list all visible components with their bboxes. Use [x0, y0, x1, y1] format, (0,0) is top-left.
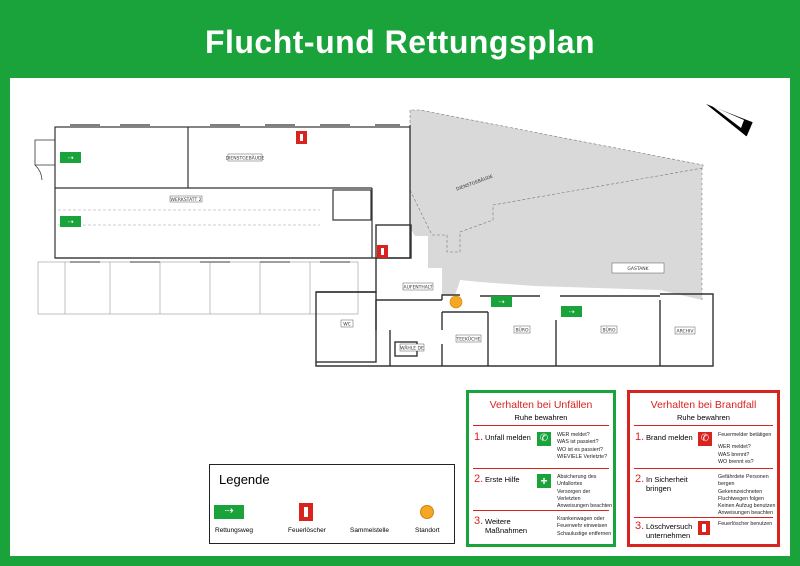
- extinguisher-icon: [296, 131, 307, 144]
- accident-panel-title: Verhalten bei Unfällen: [489, 399, 593, 411]
- yard-area: [410, 125, 702, 300]
- exit-sign-icon: ⇢: [60, 152, 81, 163]
- fire-panel-title: Verhalten bei Brandfall: [650, 399, 757, 411]
- room-label-wahle: WÄHLE DE: [400, 345, 424, 352]
- svg-text:⇢: ⇢: [569, 308, 575, 316]
- header-bar: Flucht-und Rettungsplan: [0, 0, 800, 78]
- standort-dot-icon: [420, 505, 434, 519]
- extinguisher-icon: [299, 503, 313, 521]
- room-label-teekuche: TEEKÜCHE: [456, 336, 481, 343]
- fire-panel-subtitle: Ruhe bewahren: [677, 413, 730, 422]
- accident-behavior-panel: Verhalten bei Unfällen Ruhe bewahren 1. …: [466, 390, 616, 547]
- north-arrow-icon: [706, 104, 753, 137]
- legend-box: Legende ⇢ Rettungsweg Feuerlöscher Samme…: [209, 464, 455, 544]
- room-label-buro-1: BÜRO: [515, 327, 529, 334]
- svg-text:⇢: ⇢: [499, 298, 505, 306]
- legend-title: Legende: [219, 472, 270, 487]
- building-main-outline: [54, 126, 411, 259]
- svg-text:⇢: ⇢: [68, 218, 74, 226]
- exit-sign-icon: ⇢: [214, 504, 244, 519]
- extinguisher-icon: [698, 521, 710, 535]
- legend-label-rettungsweg: Rettungsweg: [215, 527, 253, 534]
- exit-sign-icon: ⇢: [60, 216, 81, 227]
- standort-dot-icon: [449, 295, 463, 309]
- exit-sign-icon: ⇢: [561, 306, 582, 317]
- room-label-buro-2: BÜRO: [602, 327, 616, 334]
- fire-behavior-panel: Verhalten bei Brandfall Ruhe bewahren 1.…: [627, 390, 780, 547]
- first-aid-icon: +: [537, 474, 551, 488]
- room-label-archiv: ARCHIV: [677, 329, 695, 335]
- exit-sign-icon: ⇢: [491, 296, 512, 307]
- room-label-aufenthalt: AUFENTHALT: [403, 285, 432, 291]
- extinguisher-icon: [377, 245, 388, 258]
- legend-label-feuerloscher: Feuerlöscher: [288, 527, 326, 534]
- accident-panel-subtitle: Ruhe bewahren: [514, 413, 568, 422]
- legend-label-standort: Standort: [415, 527, 440, 534]
- page-title: Flucht-und Rettungsplan: [204, 23, 596, 60]
- room-label-dienstgebaude: DIENSTGEBÄUDE: [226, 155, 265, 162]
- room-label-gastank: GASTANK: [627, 266, 649, 272]
- room-label-wc: WC: [343, 322, 351, 328]
- fire-phone-icon: ✆: [698, 432, 712, 446]
- legend-label-sammelstelle: Sammelstelle: [350, 527, 390, 534]
- room-label-werkstatt: WERKSTATT 2: [170, 197, 201, 203]
- phone-icon: ✆: [537, 432, 551, 446]
- svg-text:⇢: ⇢: [68, 154, 74, 162]
